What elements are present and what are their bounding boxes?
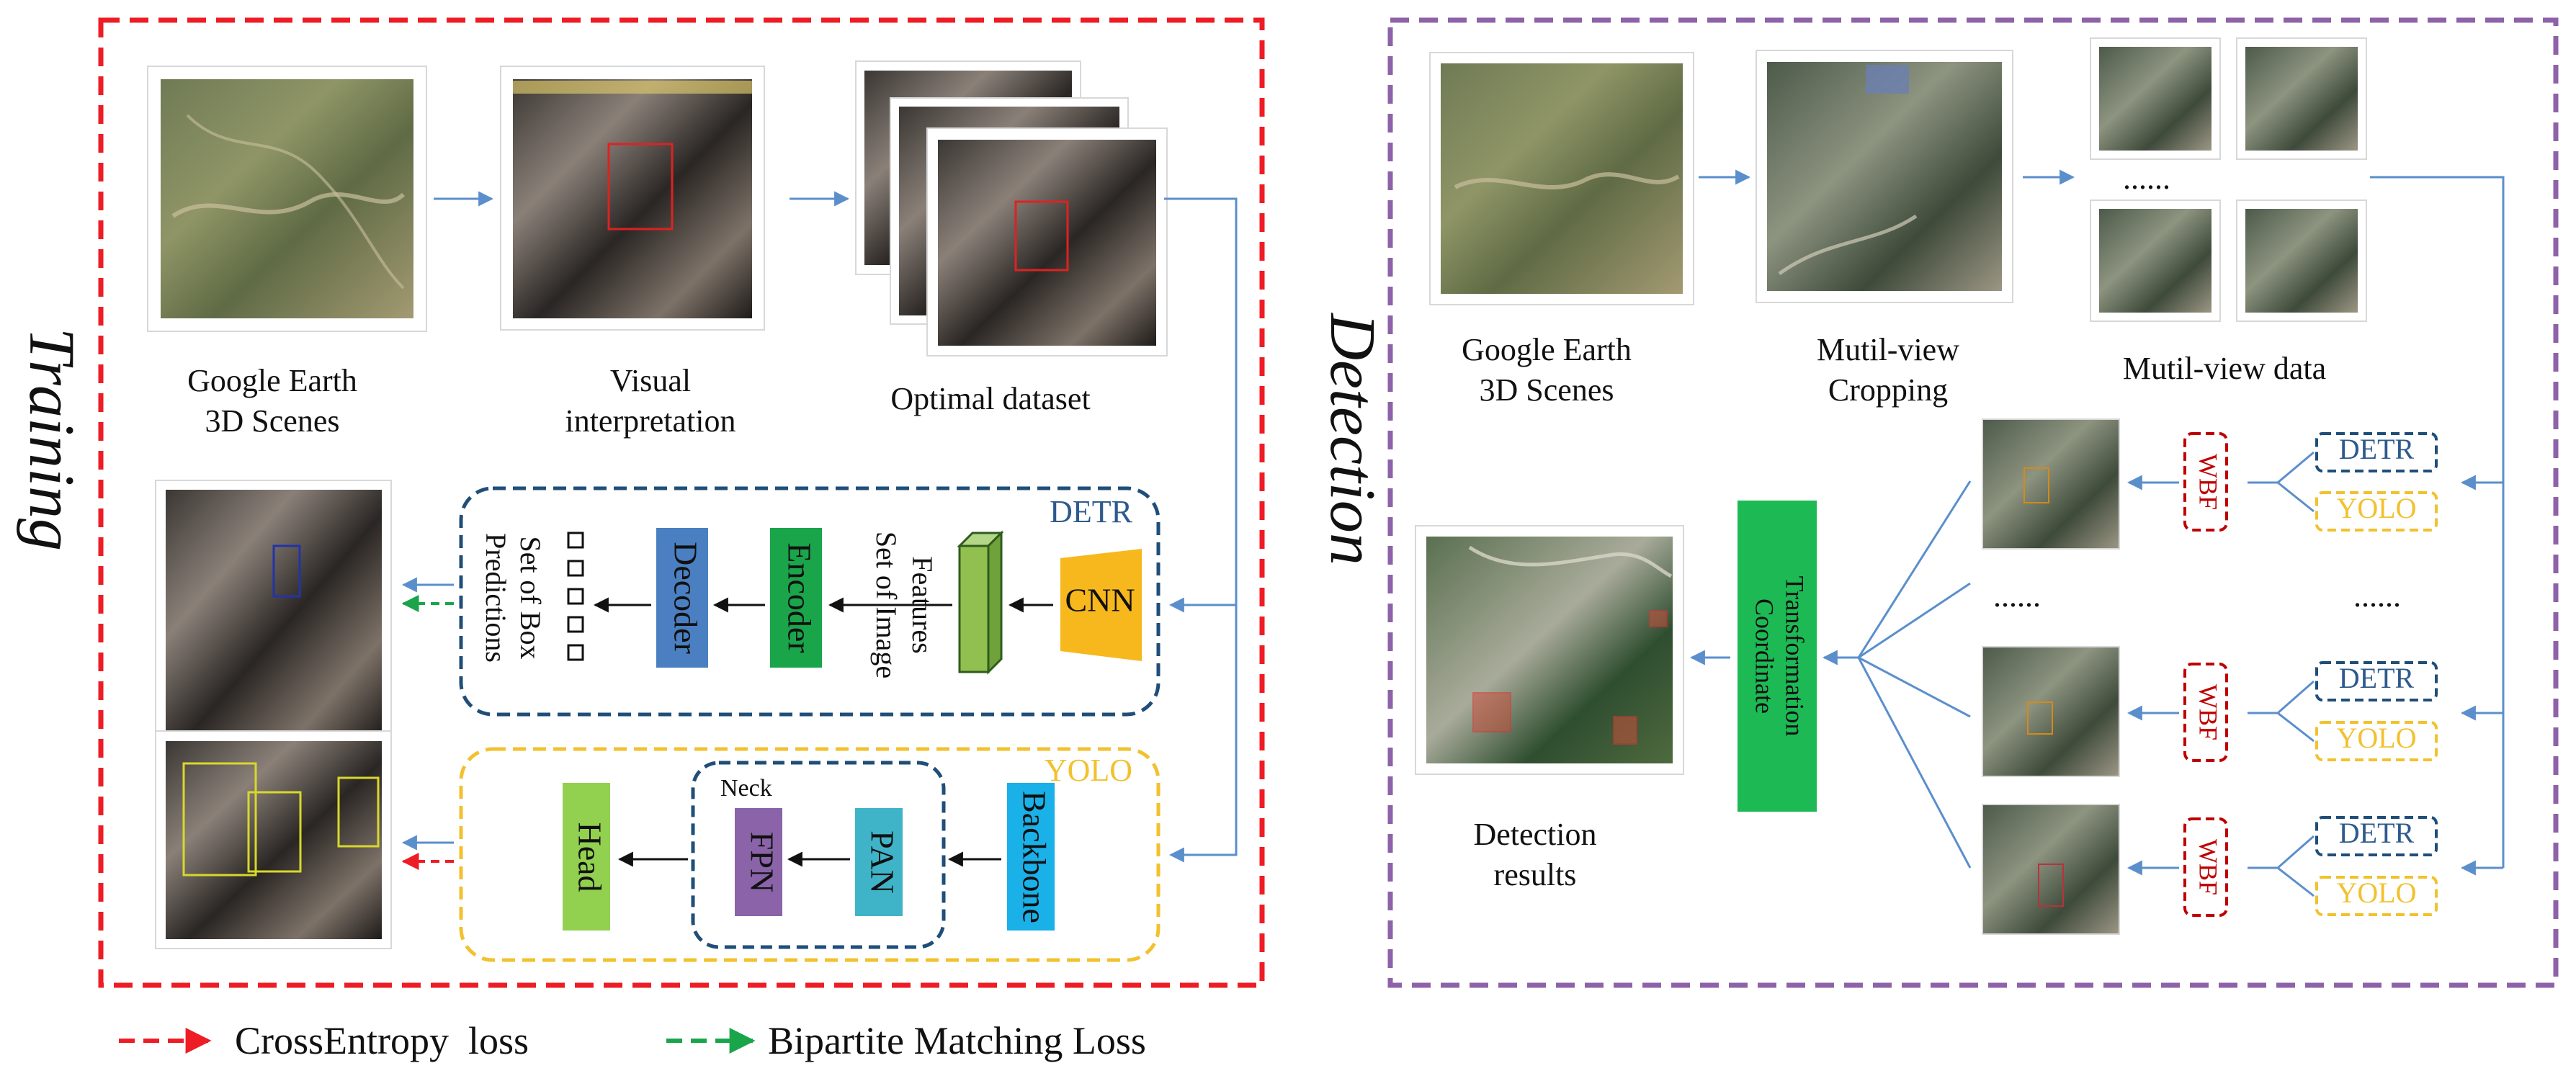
legend-crossentropy-label: CrossEntropy loss <box>235 1019 529 1062</box>
detection-row-2: DETR YOLO WBF <box>1982 646 2438 777</box>
yolo-module: YOLO Backbone Neck PAN FPN Head <box>459 747 1160 962</box>
head-block <box>563 783 610 931</box>
neck-border <box>691 761 946 949</box>
detection-row-1: DETR YOLO WBF <box>1982 418 2438 550</box>
training-border <box>98 17 1265 988</box>
image-detr-output <box>155 480 392 748</box>
row1-wbf-label: WBF <box>2194 454 2223 510</box>
row2-detr-label: DETR <box>2339 662 2415 694</box>
det-label-google-earth: Google Earth <box>1462 332 1632 367</box>
row3-wbf-label: WBF <box>2194 839 2223 895</box>
detection-results-label: Detection <box>1473 817 1596 852</box>
row3-detr-box <box>2315 816 2438 856</box>
coordinate-transformation-block <box>1738 501 1817 812</box>
row3-yolo-box <box>2315 876 2438 916</box>
pan-label: PAN <box>864 830 900 894</box>
det-label-google-earth-line2: 3D Scenes <box>1480 372 1614 408</box>
yolo-tag: YOLO <box>1045 753 1132 788</box>
box-predictions-squares <box>567 532 584 661</box>
row3-wbf-box <box>2183 817 2228 917</box>
det-label-cropping-line2: Cropping <box>1828 372 1948 408</box>
row1-result-image <box>1982 418 2120 550</box>
pan-block <box>855 808 903 916</box>
decoder-block <box>656 528 708 668</box>
image-optimal-dataset-stack <box>855 60 1168 357</box>
detr-module: DETR CNN Set of Image Features Encoder D… <box>459 486 1160 717</box>
row1-detr-label: DETR <box>2339 433 2415 465</box>
row1-yolo-label: YOLO <box>2336 492 2416 524</box>
image-google-earth-scene <box>147 66 427 332</box>
row3-detr-label: DETR <box>2339 817 2415 849</box>
cnn-block <box>1060 549 1142 661</box>
annotation-box <box>607 143 674 230</box>
yolo-border <box>459 747 1160 962</box>
training-title: Training <box>16 328 87 551</box>
row1-yolo-box <box>2315 491 2438 532</box>
fpn-label: FPN <box>743 832 780 892</box>
step-label-google-earth: Google Earth <box>187 363 357 398</box>
fan-in-lines <box>1857 480 1972 869</box>
cnn-label: CNN <box>1065 582 1135 619</box>
detr-tag: DETR <box>1050 494 1133 529</box>
predictions-label-line2: Predictions <box>480 533 512 663</box>
tiles-ellipsis: ...... <box>2123 161 2170 196</box>
image-multi-view-cropping <box>1756 50 2013 303</box>
head-label: Head <box>571 822 608 892</box>
neck-label: Neck <box>720 775 772 802</box>
detr-border <box>459 486 1160 717</box>
models-ellipsis: ...... <box>2353 578 2401 614</box>
image-visual-interpretation <box>500 66 765 331</box>
row2-wbf-box <box>2183 663 2228 762</box>
row2-wbf-label: WBF <box>2194 684 2223 740</box>
backbone-label: Backbone <box>1016 791 1052 923</box>
decoder-label: Decoder <box>667 542 704 654</box>
detection-border <box>1387 17 2559 988</box>
backbone-block <box>1007 783 1055 931</box>
predictions-label: Set of Box <box>514 536 547 659</box>
det-label-multi-view-data: Mutil-view data <box>2123 351 2326 386</box>
image-features-block <box>957 530 1004 675</box>
row3-result-image <box>1982 804 2120 935</box>
multi-view-tiles <box>2090 37 2367 322</box>
step-label-visual-line2: interpretation <box>565 403 735 439</box>
image-yolo-output <box>155 730 392 949</box>
row1-wbf-box <box>2183 432 2228 532</box>
row2-yolo-box <box>2315 721 2438 761</box>
results-ellipsis: ...... <box>1993 578 2041 614</box>
step-label-visual: Visual <box>610 363 691 398</box>
row2-yolo-label: YOLO <box>2336 722 2416 754</box>
detection-row-3: DETR YOLO WBF <box>1982 804 2438 935</box>
encoder-label: Encoder <box>781 542 818 653</box>
row2-detr-box <box>2315 661 2438 701</box>
detection-results-label-line2: results <box>1494 857 1577 892</box>
step-label-google-earth-line2: 3D Scenes <box>205 403 340 439</box>
row2-result-image <box>1982 646 2120 777</box>
legend-bipartite-label: Bipartite Matching Loss <box>768 1019 1146 1062</box>
coordinate-label: Coordinate <box>1750 598 1779 714</box>
detection-title: Detection <box>1317 312 1388 565</box>
detection-panel: Detection ...... Google Earth 3D Scenes <box>1317 17 2559 988</box>
legend: CrossEntropy loss Bipartite Matching Los… <box>119 1019 1146 1062</box>
row3-yolo-label: YOLO <box>2336 877 2416 909</box>
row1-detr-box <box>2315 432 2438 472</box>
det-label-cropping: Mutil-view <box>1817 332 1959 367</box>
image-detection-results <box>1415 525 1684 775</box>
encoder-block <box>770 528 822 668</box>
image-detection-google-earth <box>1429 52 1694 305</box>
training-panel: Training Google Earth 3D Scenes <box>16 17 1265 988</box>
coordinate-label-line2: Transformation <box>1781 576 1810 737</box>
step-label-optimal-dataset: Optimal dataset <box>890 381 1090 416</box>
fpn-block <box>735 808 782 916</box>
